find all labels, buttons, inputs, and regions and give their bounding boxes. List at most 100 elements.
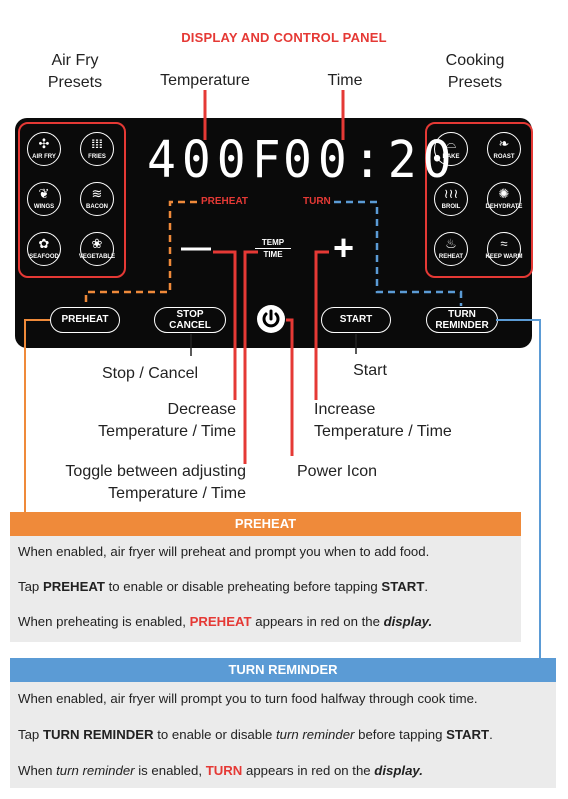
preset-label: WINGS bbox=[33, 204, 55, 210]
preset-dehydrate[interactable]: ✺ DEHYDRATE bbox=[485, 182, 523, 216]
text: to enable or disable bbox=[153, 727, 277, 742]
preheat-button[interactable]: PREHEAT bbox=[50, 307, 120, 333]
preset-label: BACON bbox=[86, 204, 108, 210]
bake-icon: ⌓ bbox=[445, 136, 457, 151]
time-readout: 00:20 bbox=[283, 130, 458, 190]
vegetable-icon: ❀ bbox=[91, 236, 103, 251]
turn-dashed-link bbox=[334, 200, 463, 306]
decrease-label-line1: Decrease bbox=[167, 401, 236, 418]
turn-line-1: When enabled, air fryer will prompt you … bbox=[18, 691, 478, 706]
increase-label-line1: Increase bbox=[314, 401, 376, 418]
stop-label: STOP bbox=[176, 309, 204, 320]
increase-label-line2: Temperature / Time bbox=[314, 423, 452, 440]
temp-time-toggle[interactable]: TEMP TIME bbox=[255, 238, 291, 259]
stop-cancel-button[interactable]: STOP CANCEL bbox=[154, 307, 226, 333]
preset-seafood[interactable]: ✿ SEAFOOD bbox=[27, 232, 61, 266]
preheat-line-2: Tap PREHEAT to enable or disable preheat… bbox=[18, 579, 428, 594]
reminder-label: REMINDER bbox=[435, 320, 489, 331]
preset-bacon[interactable]: ≋ BACON bbox=[80, 182, 114, 216]
preset-label: DEHYDRATE bbox=[485, 204, 523, 210]
fries-icon: 𝍖 bbox=[91, 136, 103, 151]
preset-label: ROAST bbox=[493, 154, 515, 160]
preset-label: FRIES bbox=[88, 154, 106, 160]
toggle-label-line2: Temperature / Time bbox=[108, 485, 246, 502]
preset-broil[interactable]: ≀≀≀ BROIL bbox=[434, 182, 468, 216]
text-bold-italic: display. bbox=[383, 614, 433, 629]
air-fry-presets-label-line2: Presets bbox=[47, 74, 103, 91]
stop-cancel-label: Stop / Cancel bbox=[101, 365, 199, 382]
preset-roast[interactable]: ❧ ROAST bbox=[487, 132, 521, 166]
turn-indicator: TURN bbox=[303, 196, 331, 207]
text: Tap bbox=[18, 727, 43, 742]
cooking-presets-label-line1: Cooking bbox=[445, 52, 505, 69]
decrease-leader bbox=[213, 250, 237, 400]
text-italic: turn reminder bbox=[276, 727, 355, 742]
temperature-readout: 400F bbox=[147, 130, 287, 190]
text: When preheating is enabled, bbox=[18, 614, 190, 629]
turn-line-3: When turn reminder is enabled, TURN appe… bbox=[18, 763, 423, 778]
preset-keep-warm[interactable]: ≈ KEEP WARM bbox=[485, 232, 523, 266]
increase-leader bbox=[314, 250, 329, 400]
increase-label: Increase Temperature / Time bbox=[314, 399, 514, 443]
preset-air-fry[interactable]: ✣ AIR FRY bbox=[27, 132, 61, 166]
dehydrate-icon: ✺ bbox=[498, 186, 510, 201]
cooking-presets-group: ⌓ BAKE ❧ ROAST ≀≀≀ BROIL ✺ DEHYDRATE ♨ R… bbox=[425, 122, 533, 278]
text: before tapping bbox=[354, 727, 447, 742]
preheat-line-3: When preheating is enabled, PREHEAT appe… bbox=[18, 614, 432, 629]
text: is enabled, bbox=[134, 763, 206, 778]
start-label: Start bbox=[353, 362, 387, 379]
preset-vegetable[interactable]: ❀ VEGETABLE bbox=[79, 232, 115, 266]
preset-label: BROIL bbox=[441, 204, 461, 210]
preset-fries[interactable]: 𝍖 FRIES bbox=[80, 132, 114, 166]
preheat-indicator: PREHEAT bbox=[201, 196, 249, 207]
plus-button[interactable]: + bbox=[333, 227, 355, 268]
turn-label: TURN bbox=[448, 309, 476, 320]
text-red: TURN bbox=[205, 763, 243, 778]
power-leader bbox=[286, 318, 294, 456]
preset-wings[interactable]: ❦ WINGS bbox=[27, 182, 61, 216]
preset-label: BAKE bbox=[442, 154, 460, 160]
turn-box-header: TURN REMINDER bbox=[10, 658, 556, 682]
turn-box-body: When enabled, air fryer will prompt you … bbox=[10, 682, 556, 788]
start-button-label: START bbox=[339, 314, 373, 325]
power-icon bbox=[262, 309, 280, 328]
text-bold: START bbox=[446, 727, 490, 742]
preheat-box-header: PREHEAT bbox=[10, 512, 521, 536]
fan-icon: ✣ bbox=[38, 136, 50, 151]
decrease-label-line2: Temperature / Time bbox=[98, 423, 236, 440]
wings-icon: ❦ bbox=[38, 186, 50, 201]
text: . bbox=[489, 727, 493, 742]
preset-bake[interactable]: ⌓ BAKE bbox=[434, 132, 468, 166]
start-button[interactable]: START bbox=[321, 307, 391, 333]
text: to enable or disable preheating before t… bbox=[104, 579, 382, 594]
preheat-button-label: PREHEAT bbox=[61, 314, 109, 325]
text-bold: START bbox=[381, 579, 425, 594]
fish-icon: ✿ bbox=[38, 236, 50, 251]
reheat-icon: ♨ bbox=[445, 236, 457, 251]
text-bold: PREHEAT bbox=[42, 579, 105, 594]
preheat-connector bbox=[24, 319, 50, 512]
text-red: PREHEAT bbox=[189, 614, 252, 629]
turn-line-2: Tap TURN REMINDER to enable or disable t… bbox=[18, 727, 493, 742]
broil-icon: ≀≀≀ bbox=[443, 186, 459, 201]
power-button[interactable] bbox=[257, 305, 285, 333]
time-label: Time bbox=[327, 72, 363, 89]
preheat-box-body: When enabled, air fryer will preheat and… bbox=[10, 536, 521, 642]
bacon-icon: ≋ bbox=[91, 186, 103, 201]
preheat-line-1: When enabled, air fryer will preheat and… bbox=[18, 544, 430, 559]
text: appears in red on the bbox=[251, 614, 384, 629]
air-fry-presets-label-line1: Air Fry bbox=[51, 52, 99, 69]
temp-label: TEMP bbox=[255, 238, 291, 249]
text: When bbox=[18, 763, 57, 778]
preset-reheat[interactable]: ♨ REHEAT bbox=[434, 232, 468, 266]
air-fry-presets-group: ✣ AIR FRY 𝍖 FRIES ❦ WINGS ≋ BACON ✿ SEAF… bbox=[18, 122, 126, 278]
preset-label: SEAFOOD bbox=[29, 254, 59, 260]
preheat-dashed-link bbox=[84, 200, 197, 306]
toggle-label: Toggle between adjusting Temperature / T… bbox=[20, 461, 246, 505]
toggle-label-line1: Toggle between adjusting bbox=[65, 463, 246, 480]
minus-button[interactable]: — bbox=[181, 231, 211, 264]
preset-label: KEEP WARM bbox=[485, 254, 523, 260]
power-icon-label: Power Icon bbox=[297, 463, 378, 480]
control-panel: ✣ AIR FRY 𝍖 FRIES ❦ WINGS ≋ BACON ✿ SEAF… bbox=[15, 118, 533, 348]
